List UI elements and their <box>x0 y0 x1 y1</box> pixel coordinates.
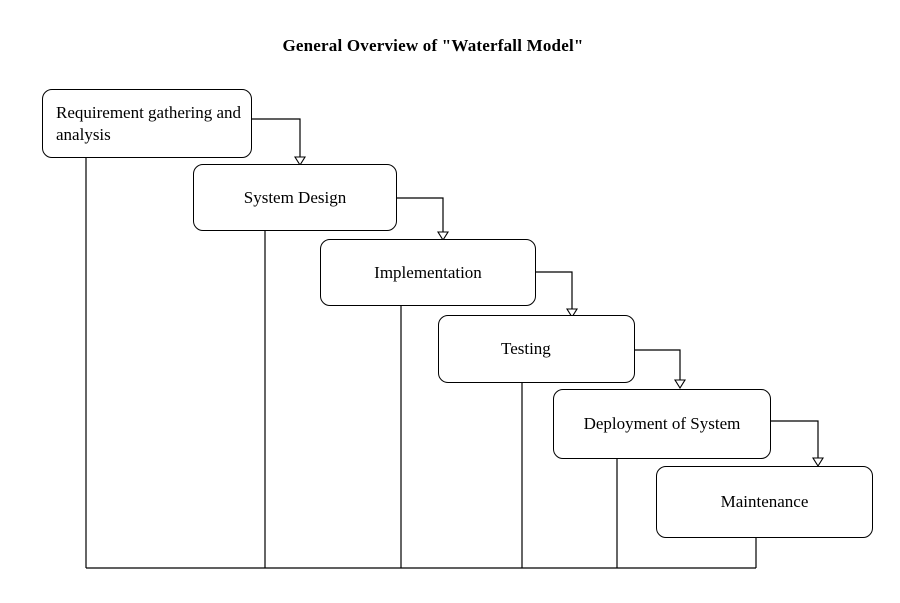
arrowhead-icon <box>812 457 824 468</box>
phase-label: Testing <box>501 339 551 358</box>
phase-box-testing: Testing <box>438 315 635 383</box>
phase-label: System Design <box>243 187 347 207</box>
diagram-title: General Overview of "Waterfall Model" <box>282 36 584 55</box>
phase-label: Maintenance <box>720 492 809 511</box>
arrowhead-icon <box>437 231 449 242</box>
flow-arrow-implementation-to-testing <box>535 271 573 309</box>
phase-label: Implementation <box>374 262 482 282</box>
arrowhead-icon <box>294 156 306 167</box>
flow-arrow-design-to-implementation <box>396 197 444 232</box>
phase-box-system-design: System Design <box>193 164 397 231</box>
phase-box-requirements: Requirement gathering and analysis <box>42 89 252 158</box>
flow-arrow-deployment-to-maintenance <box>770 420 819 460</box>
flow-arrow-requirements-to-design <box>251 118 301 157</box>
flow-arrow-testing-to-deployment <box>634 349 681 382</box>
arrowhead-icon <box>566 308 578 319</box>
phase-box-implementation: Implementation <box>320 239 536 306</box>
phase-box-deployment: Deployment of System <box>553 389 771 459</box>
arrowhead-icon <box>674 379 686 390</box>
phase-label: Requirement gathering and analysis <box>56 102 242 144</box>
phase-box-maintenance: Maintenance <box>656 466 873 538</box>
phase-label: Deployment of System <box>583 414 741 433</box>
